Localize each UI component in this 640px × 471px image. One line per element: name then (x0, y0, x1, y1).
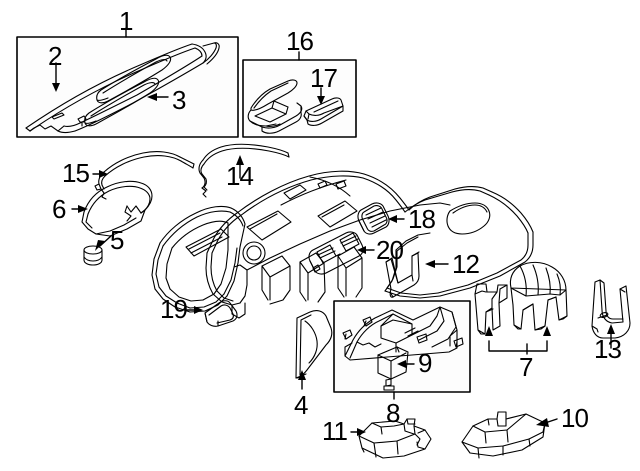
leader-lines (52, 27, 615, 436)
detail-box-lower-center (333, 300, 471, 393)
side-air-vent (357, 202, 390, 235)
storage-bin-assembly (247, 79, 303, 134)
callout-6[interactable]: 6 (52, 194, 67, 224)
callout-3[interactable]: 3 (172, 85, 187, 115)
callout-5[interactable]: 5 (110, 225, 125, 255)
callout-15[interactable]: 15 (62, 158, 90, 188)
callout-8[interactable]: 8 (386, 398, 401, 428)
callout-20[interactable]: 20 (376, 235, 404, 265)
callout-10[interactable]: 10 (561, 403, 589, 433)
center-stack-bracket (385, 251, 420, 298)
center-air-vent (308, 231, 364, 275)
instrument-panel-main (151, 170, 534, 319)
storage-lid-insert (303, 97, 344, 126)
a-pillar-trim-right (198, 143, 290, 198)
retainer-clip-cap (83, 245, 103, 266)
callout-4[interactable]: 4 (294, 390, 309, 420)
steering-column-cover (81, 180, 153, 237)
cluster-bracket-right (509, 261, 568, 331)
side-mount-bracket (591, 279, 631, 339)
callout-11[interactable]: 11 (322, 416, 348, 446)
callout-9[interactable]: 9 (418, 348, 433, 378)
callout-13[interactable]: 13 (594, 334, 622, 364)
callout-2[interactable]: 2 (48, 41, 63, 71)
callout-17[interactable]: 17 (310, 63, 338, 93)
lower-side-panel-trim (295, 310, 333, 379)
fuse-junction-block (358, 418, 432, 459)
callout-1[interactable]: 1 (119, 6, 134, 36)
knee-bolster-panel (342, 306, 464, 361)
lower-knee-bolster-cap (204, 300, 238, 327)
callout-18[interactable]: 18 (408, 204, 436, 234)
console-end-panel (461, 411, 546, 459)
callout-14[interactable]: 14 (226, 161, 254, 191)
leader-5 (99, 235, 112, 247)
callout-16[interactable]: 16 (286, 26, 314, 56)
a-pillar-trim-left (94, 151, 195, 200)
callout-12[interactable]: 12 (452, 249, 480, 279)
small-trim-cover (377, 346, 409, 391)
callout-7[interactable]: 7 (519, 352, 534, 382)
callout-19[interactable]: 19 (160, 294, 188, 324)
leader-7 (488, 340, 548, 352)
cluster-bracket-left (474, 283, 508, 335)
retainer-clip-symbol (77, 115, 87, 127)
defroster-grille-insert (84, 54, 172, 127)
